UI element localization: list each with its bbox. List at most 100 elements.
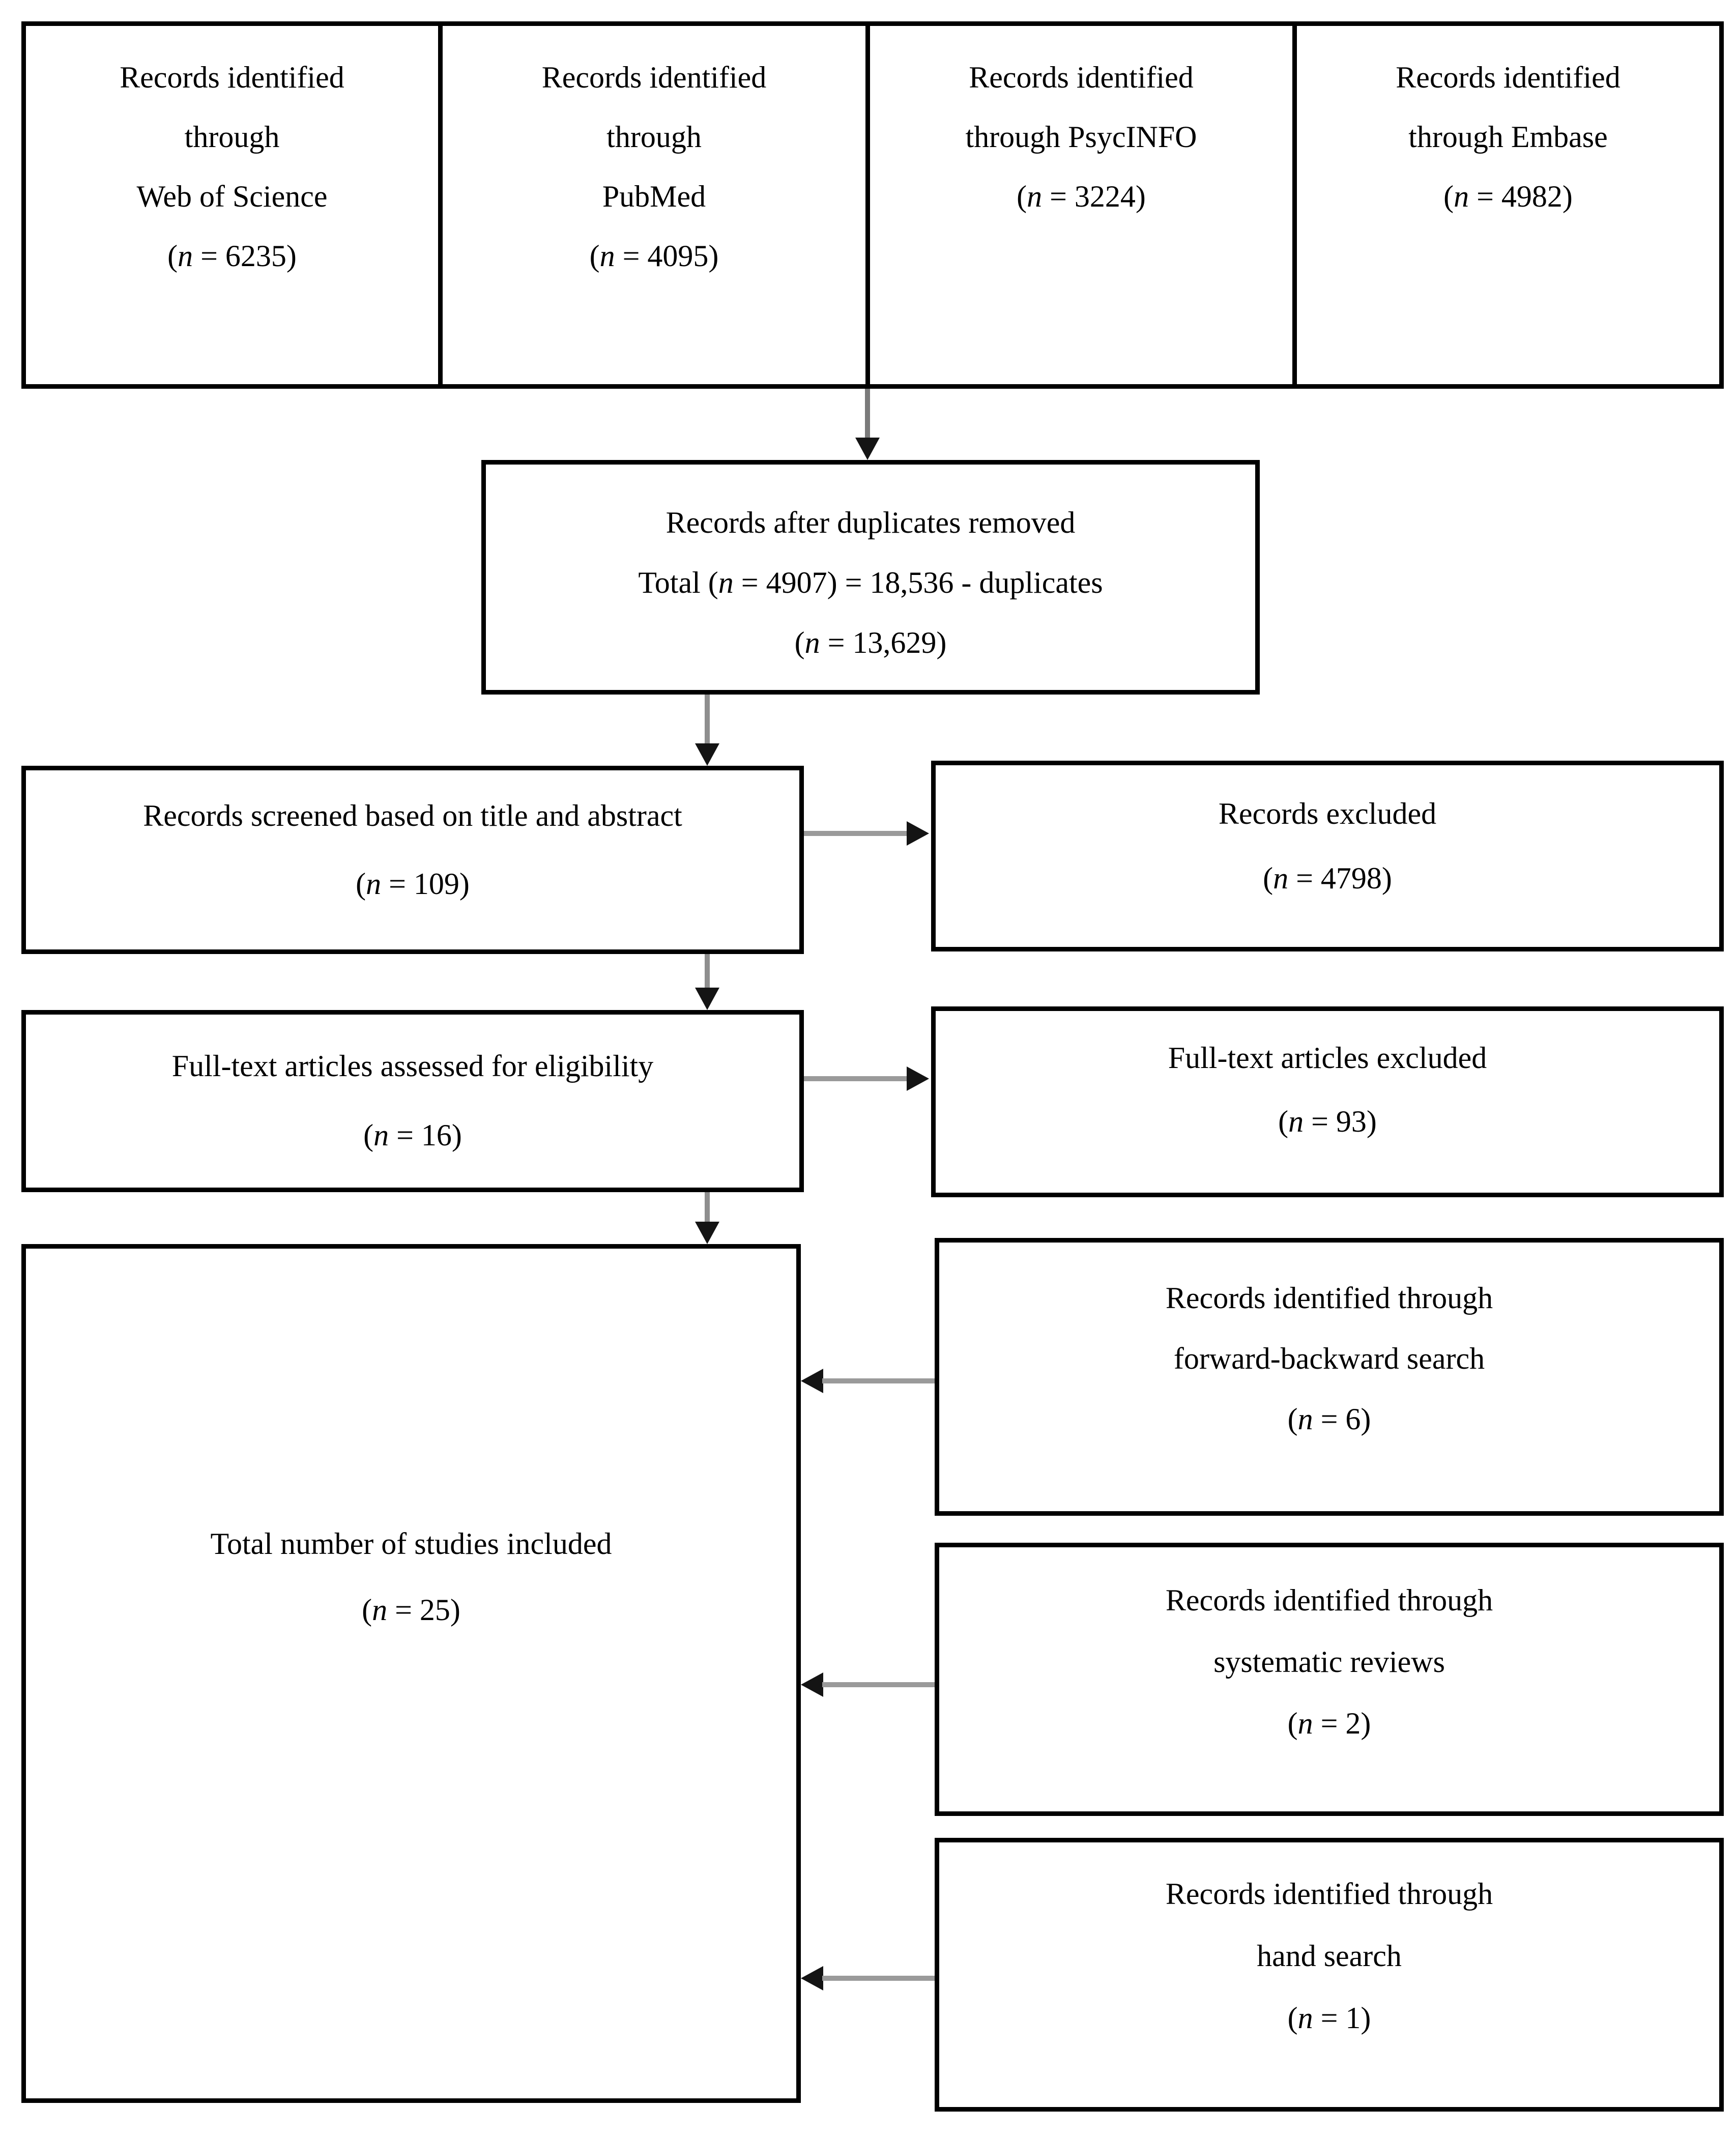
box-text-line: Records identified through <box>1165 1281 1493 1315</box>
paren-close: ) <box>936 626 947 659</box>
arrow-to-screened-head <box>695 743 719 766</box>
paren-open: ( <box>1443 180 1454 213</box>
n-value: 4095 <box>647 239 709 273</box>
paren-open: ( <box>1263 861 1274 895</box>
arrow-to-fulltext-head <box>695 988 719 1010</box>
paren-open: ( <box>356 867 366 901</box>
arrow-to-total-head <box>695 1222 719 1244</box>
paren-open: ( <box>362 1593 372 1627</box>
paren-close: ) <box>1562 180 1573 213</box>
box-text-line: hand search <box>1257 1939 1402 1973</box>
box-text-line: Records after duplicates removed <box>666 506 1076 539</box>
n-value: 16 <box>421 1118 452 1152</box>
box-fulltext-excluded: Full-text articles excluded (n = 93) <box>931 1006 1724 1197</box>
paren-open: ( <box>1287 1402 1298 1436</box>
box-text-line: systematic reviews <box>1213 1645 1445 1679</box>
n-symbol: n <box>718 566 734 599</box>
n-count: (n = 13,629) <box>486 613 1255 673</box>
box-text-line: Records excluded <box>1218 797 1437 830</box>
n-value: 93 <box>1336 1105 1367 1138</box>
n-count: (n = 6235) <box>26 226 438 286</box>
paren-close: ) <box>1366 1105 1377 1138</box>
n-count: (n = 109) <box>26 850 799 918</box>
n-value: 13,629 <box>852 626 937 659</box>
box-text-line: Records identified through <box>1165 1583 1493 1617</box>
total-prefix: Total ( <box>638 566 718 599</box>
equals: = <box>389 1118 421 1152</box>
n-symbol: n <box>366 867 382 901</box>
n-value: 3224 <box>1074 180 1136 213</box>
box-text-line: Records identified <box>120 61 344 94</box>
equals: = <box>615 239 648 273</box>
n-value: 4798 <box>1320 861 1382 895</box>
arrow-hs-to-total-head <box>801 1966 823 1990</box>
box-text-line: Web of Science <box>136 180 328 213</box>
equals: = <box>1304 1105 1336 1138</box>
n-symbol: n <box>1027 180 1043 213</box>
box-text-line: Total number of studies included <box>210 1527 612 1561</box>
n-symbol: n <box>1297 1707 1313 1740</box>
box-text-line: Full-text articles assessed for eligibil… <box>171 1049 654 1083</box>
box-records-screened: Records screened based on title and abst… <box>21 766 804 954</box>
box-text-line: through <box>606 120 702 154</box>
n-value: 25 <box>419 1593 450 1627</box>
n-symbol: n <box>1297 2001 1313 2035</box>
arrow-to-ft-excluded-head <box>907 1066 929 1091</box>
n-value: 6 <box>1345 1402 1361 1436</box>
box-text-line: Records screened based on title and abst… <box>143 799 682 832</box>
box-text-line: through Embase <box>1408 120 1608 154</box>
arrow-fb-to-total-head <box>801 1369 823 1393</box>
paren-open: ( <box>1287 2001 1298 2035</box>
total-suffix: = 4907) = 18,536 - duplicates <box>733 566 1103 599</box>
paren-open: ( <box>167 239 178 273</box>
equals: = <box>820 626 853 659</box>
paren-close: ) <box>451 1118 462 1152</box>
equals: = <box>1313 2001 1346 2035</box>
n-count: (n = 4798) <box>936 846 1719 911</box>
paren-close: ) <box>286 239 297 273</box>
box-web-of-science: Records identified through Web of Scienc… <box>21 21 443 389</box>
n-symbol: n <box>1273 861 1289 895</box>
n-count: (n = 6) <box>939 1389 1719 1450</box>
arrow-hs-to-total-stem <box>822 1976 935 1981</box>
paren-close: ) <box>450 1593 460 1627</box>
paren-close: ) <box>1361 1402 1371 1436</box>
box-text-line: through PsycINFO <box>965 120 1197 154</box>
n-value: 6235 <box>225 239 286 273</box>
arrow-to-total-stem <box>705 1192 710 1223</box>
n-symbol: n <box>372 1593 388 1627</box>
box-total-included: Total number of studies included (n = 25… <box>21 1244 801 2103</box>
paren-close: ) <box>1381 861 1392 895</box>
n-symbol: n <box>1454 180 1469 213</box>
paren-open: ( <box>1287 1707 1298 1740</box>
box-records-excluded: Records excluded (n = 4798) <box>931 761 1724 951</box>
n-symbol: n <box>599 239 615 273</box>
box-text-line: Records identified <box>969 61 1194 94</box>
paren-open: ( <box>1017 180 1027 213</box>
arrow-sr-to-total-head <box>801 1672 823 1697</box>
paren-open: ( <box>589 239 600 273</box>
arrow-to-ft-excluded-stem <box>804 1076 907 1081</box>
equals: = <box>1288 861 1321 895</box>
n-symbol: n <box>373 1118 389 1152</box>
box-forward-backward: Records identified through forward-backw… <box>935 1238 1724 1516</box>
equals: = <box>1313 1402 1346 1436</box>
n-count: (n = 4982) <box>1297 167 1719 226</box>
arrow-sr-to-total-stem <box>822 1682 935 1687</box>
arrow-to-screened-stem <box>705 695 710 744</box>
n-count: (n = 25) <box>26 1577 796 1643</box>
n-count: (n = 16) <box>26 1101 799 1170</box>
arrow-fb-to-total-stem <box>822 1378 935 1383</box>
box-embase: Records identified through Embase (n = 4… <box>1292 21 1724 389</box>
n-value: 4982 <box>1501 180 1563 213</box>
box-text-line: PubMed <box>602 180 706 213</box>
box-text-line: Total (n = 4907) = 18,536 - duplicates <box>486 553 1255 613</box>
n-value: 1 <box>1345 2001 1361 2035</box>
n-value: 109 <box>413 867 459 901</box>
equals: = <box>1313 1707 1346 1740</box>
n-value: 2 <box>1345 1707 1361 1740</box>
paren-close: ) <box>1361 1707 1371 1740</box>
equals: = <box>1469 180 1501 213</box>
paren-open: ( <box>363 1118 374 1152</box>
arrow-to-fulltext-stem <box>705 954 710 988</box>
